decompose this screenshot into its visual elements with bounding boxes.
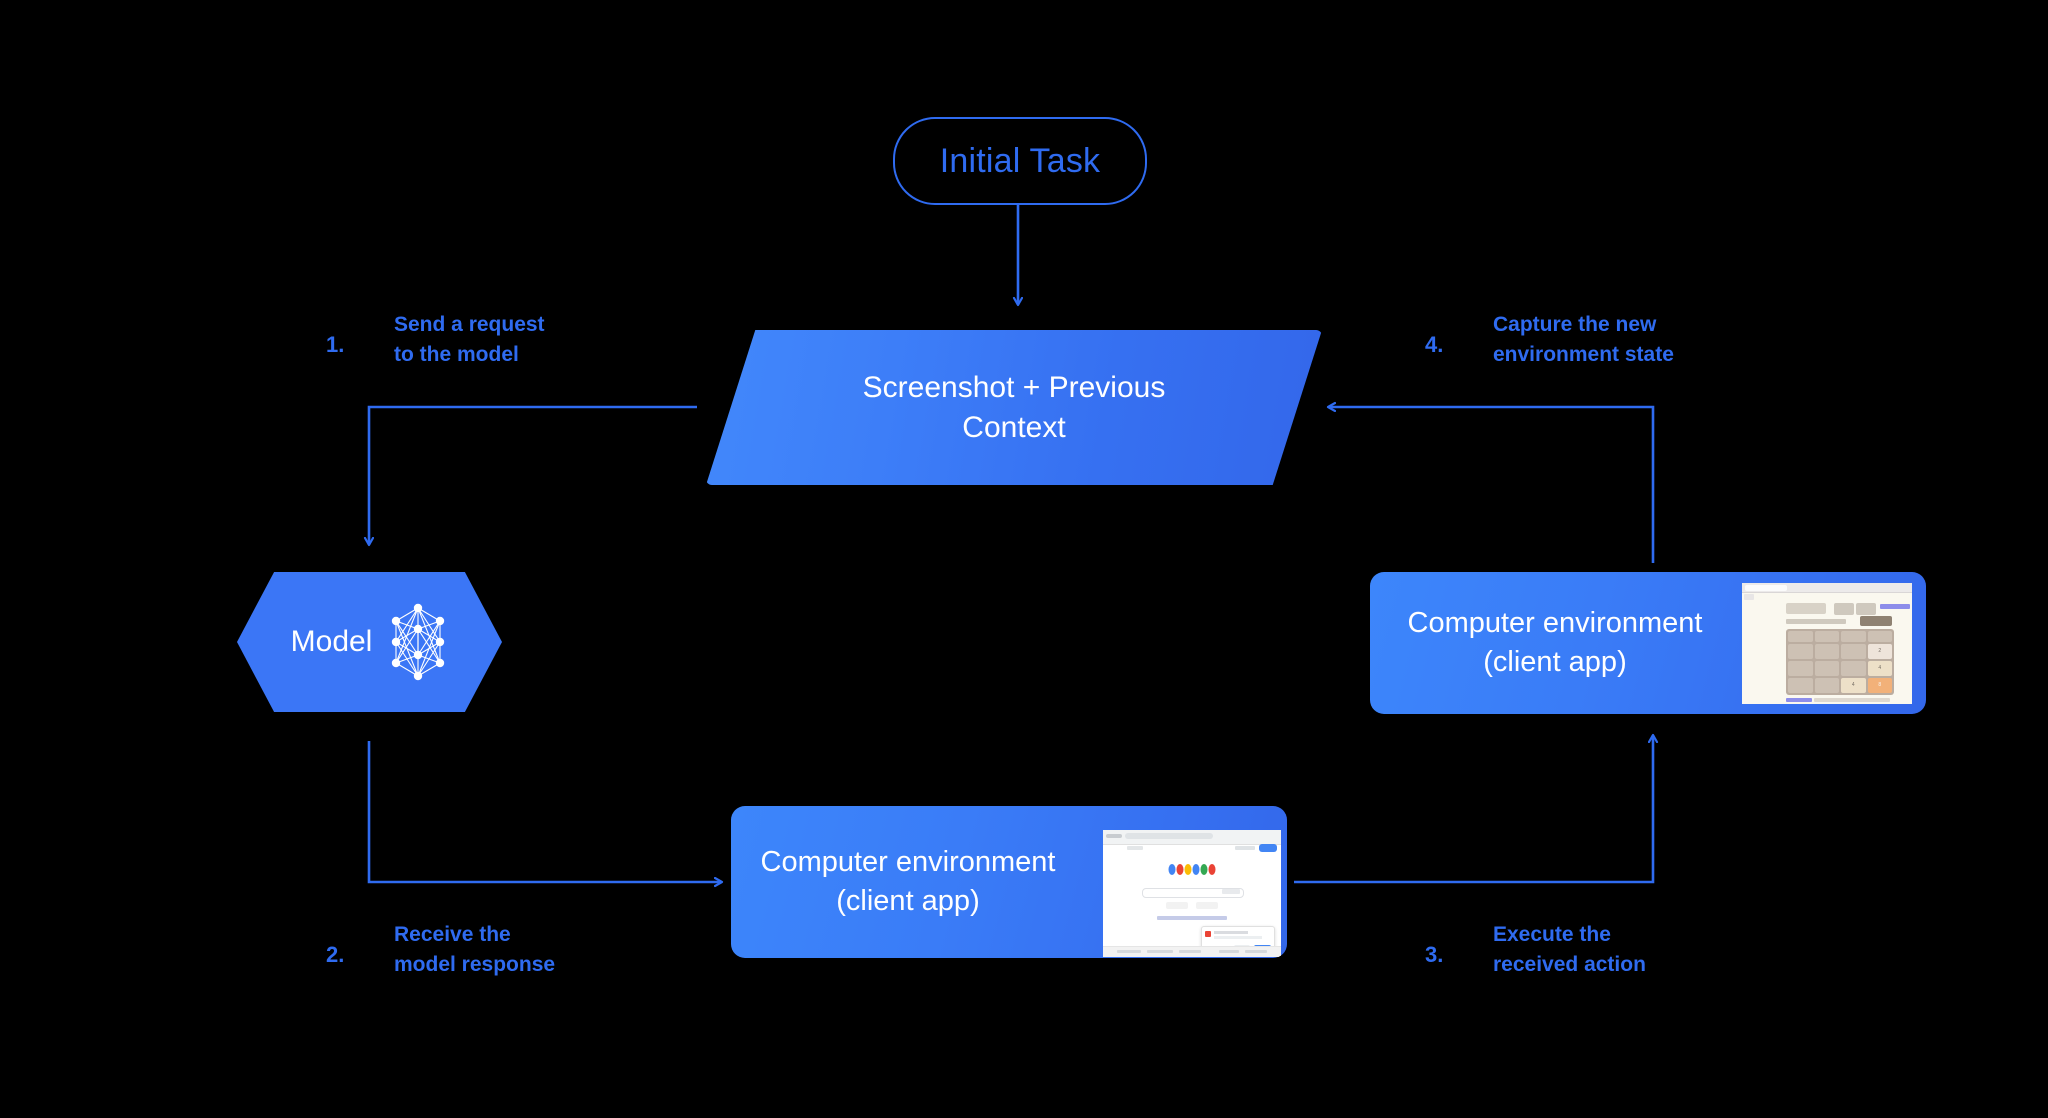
subnav-links: [1127, 846, 1143, 850]
arrow-right-env-to-context: [1328, 407, 1655, 563]
tile: [1814, 631, 1839, 642]
new-game-button[interactable]: [1860, 616, 1892, 626]
tile-value: 4: [1851, 682, 1855, 688]
tile: [1841, 661, 1866, 676]
env-bottom-label: Computer environment (client app): [743, 806, 1073, 958]
footer-text: [1814, 698, 1890, 702]
browser-tab: [1745, 584, 1787, 591]
tile: [1788, 678, 1813, 693]
model-node[interactable]: Model: [237, 572, 502, 712]
tile: [1814, 661, 1839, 676]
arrow-bottom-env-to-right-env: [1294, 735, 1653, 884]
step-1-text: Send a request to the model: [394, 310, 545, 371]
step-3-number: 3.: [1425, 942, 1444, 967]
sign-in-button[interactable]: [1259, 844, 1277, 852]
env-right-label: Computer environment (client app): [1390, 572, 1720, 714]
best-score-box: [1856, 603, 1876, 615]
step-3-line2: received action: [1493, 953, 1646, 977]
search-buttons[interactable]: [1166, 902, 1218, 909]
tile: [1867, 631, 1892, 642]
browser-chrome: [1103, 830, 1281, 845]
tile: [1788, 631, 1813, 642]
tile-value: 2: [1878, 648, 1882, 654]
page-footer: [1103, 946, 1281, 957]
header-links: [1880, 604, 1910, 609]
tile: [1841, 631, 1866, 642]
tile: [1814, 644, 1839, 659]
step-3-text: Execute the received action: [1493, 920, 1646, 981]
context-node[interactable]: Screenshot + Previous Context: [706, 330, 1322, 485]
step-2-text: Receive the model response: [394, 920, 555, 981]
initial-task-label: Initial Task: [939, 141, 1101, 180]
score-box: [1834, 603, 1854, 615]
footer-link[interactable]: [1786, 698, 1812, 702]
thumbnail-2048-game: 2 4 4 8: [1742, 583, 1912, 704]
tile: 4: [1841, 678, 1866, 693]
step-1-line2: to the model: [394, 343, 519, 367]
browser-titlebar: [1742, 583, 1912, 593]
game-brand: [1786, 603, 1826, 614]
omnibox[interactable]: [1125, 833, 1213, 839]
arrow-context-to-model: [369, 405, 697, 545]
step-1-line1: Send a request: [394, 313, 545, 336]
step-4-text: Capture the new environment state: [1493, 310, 1674, 371]
tile: [1814, 678, 1839, 693]
step-4-line1: Capture the new: [1493, 313, 1657, 336]
game-subtitle: [1786, 619, 1846, 624]
model-node-label: Model: [290, 625, 373, 658]
context-node-label: Screenshot + Previous Context: [706, 330, 1322, 485]
nav-buttons: [1106, 834, 1122, 838]
env-right-line1: Computer environment: [1407, 606, 1703, 639]
account-links: [1235, 846, 1255, 850]
thumbnail-google-search: [1103, 830, 1281, 957]
model-node-content: Model: [237, 572, 502, 712]
context-node-line1: Screenshot + Previous: [862, 370, 1166, 404]
env-right-line2: (client app): [1483, 646, 1627, 678]
step-2-number: 2.: [326, 942, 345, 967]
tile: [1788, 661, 1813, 676]
tile-value: 4: [1878, 665, 1882, 671]
tile-value: 8: [1878, 682, 1882, 688]
initial-task-node[interactable]: Initial Task: [893, 117, 1147, 205]
step-4-line2: environment state: [1493, 343, 1674, 367]
language-links[interactable]: [1157, 916, 1227, 920]
arrow-model-to-bottom-env: [367, 741, 722, 882]
step-2-line1: Receive the: [394, 923, 511, 946]
search-input[interactable]: [1142, 888, 1244, 898]
tile: 8: [1867, 678, 1892, 693]
tile: [1841, 644, 1866, 659]
tile: 4: [1867, 661, 1892, 676]
tile: 2: [1867, 644, 1892, 659]
step-2-line2: model response: [394, 953, 556, 977]
popup-icon: [1205, 931, 1211, 937]
popup-body: [1214, 936, 1262, 939]
popup-title: [1214, 931, 1248, 934]
context-node-line2: Context: [962, 410, 1066, 444]
google-logo: [1168, 864, 1216, 875]
tile: [1788, 644, 1813, 659]
search-tools-icons: [1222, 889, 1241, 894]
context-node-shape: [706, 330, 1322, 485]
env-bottom-line1: Computer environment: [760, 845, 1056, 878]
step-4-number: 4.: [1425, 332, 1444, 357]
neural-network-icon: [392, 603, 445, 681]
step-1-number: 1.: [326, 332, 345, 357]
model-node-shape: [237, 572, 502, 712]
browser-urlbar: [1744, 594, 1754, 600]
env-bottom-line2: (client app): [836, 885, 980, 917]
game-board: 2 4 4 8: [1786, 629, 1894, 695]
computer-environment-right-node[interactable]: Computer environment (client app): [1370, 572, 1926, 714]
step-3-line1: Execute the: [1493, 923, 1611, 946]
computer-environment-bottom-node[interactable]: Computer environment (client app): [731, 806, 1287, 958]
